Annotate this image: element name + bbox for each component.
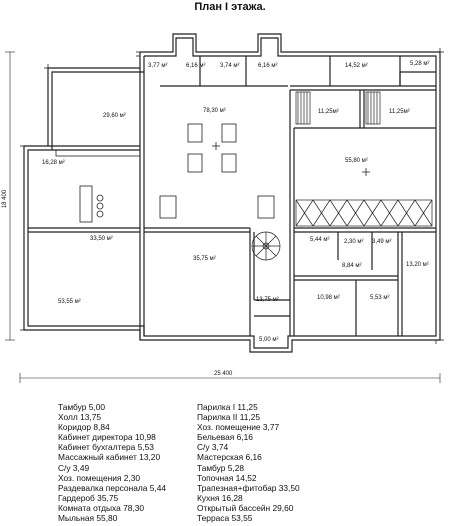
shower-cabins [295,199,433,227]
room-area-label: 29,60 м² [103,113,126,119]
room-legend-left: Тамбур 5,00 Холл 13,75 Коридор 8,84 Каби… [58,402,166,523]
room-area-label: 78,30 м² [203,108,226,114]
room-area-label: 11,25м² [389,109,410,115]
room-area-label: 13,20 м² [406,262,429,268]
legend-item: Трапезная+фитобар 33,50 [197,482,300,493]
room-area-label: 3,74 м² [220,63,240,69]
width-dimension: 25 400 [214,371,233,377]
legend-item: Топочная 14,52 [197,472,257,483]
room-area-label: 3,49 м² [372,239,392,245]
room-area-label: 16,28 м² [42,160,65,166]
kitchen-features [55,149,141,223]
room-area-label: 35,75 м² [193,256,216,262]
room-area-label: 5,28 м² [410,61,430,67]
legend-item: Комната отдыха 78,30 [58,502,145,513]
legend-item: Кабинет директора 10,98 [58,432,156,443]
legend-item: Хоз. помещения 2,30 [58,472,141,483]
legend-item: С/у 3,74 [197,442,229,453]
room-area-label: 13,75 м² [256,297,279,303]
outer-walls [23,33,441,353]
room-area-label: 10,98 м² [317,295,340,301]
legend-item: Мыльная 55,80 [58,513,118,524]
legend-item: Терраса 53,55 [197,513,253,524]
room-area-label: 6,16 м² [258,63,278,69]
log-ends [20,48,444,344]
room-area-label: 3,77 м² [148,63,168,69]
legend-item: Гардероб 35,75 [58,492,119,503]
room-area-label: 2,30 м² [344,239,364,245]
room-area-label: 33,50 м² [90,236,113,242]
legend-item: Открытый бассейн 29,60 [197,502,294,513]
room-area-label: 5,53 м² [370,295,390,301]
legend-item: Хоз. помещение 3,77 [197,422,280,433]
dimension-lines [5,51,441,383]
spiral-stair [251,231,281,261]
legend-item: Кухня 16,28 [197,492,243,503]
room-area-label: 5,00 м² [259,337,279,343]
room-area-label: 55,80 м² [345,158,368,164]
floor-plan [5,33,444,383]
legend-item: Парилка II 11,25 [197,412,261,423]
legend-item: Раздевалка персонала 5,44 [58,482,167,493]
legend-item: Тамбур 5,00 [58,402,106,412]
legend-item: С/у 3,49 [58,462,90,473]
legend-item: Массажный кабинет 13,20 [58,452,161,463]
room-area-label: 5,44 м² [310,237,330,243]
height-dimension: 18 400 [2,189,9,209]
legend-item: Кабинет бухгалтера 5,53 [58,442,154,453]
legend-item: Тамбур 5,28 [197,462,245,473]
interior-walls [28,56,436,340]
room-area-label: 8,84 м² [342,263,362,269]
room-area-label: 14,52 м² [345,63,368,69]
legend-item: Холл 13,75 [58,412,102,423]
room-area-label: 11,25м² [318,109,339,115]
legend-item: Мастерская 6,16 [197,452,262,463]
legend-item: Коридор 8,84 [58,422,110,433]
room-area-label: 6,16 м² [186,63,206,69]
legend-item: Бельевая 6,16 [197,432,253,443]
sauna-benches [295,91,381,125]
lounge-furniture [159,123,370,219]
room-area-label: 53,55 м² [58,299,81,305]
plan-title: План I этажа. [194,1,266,13]
room-legend-right: Парилка I 11,25 Парилка II 11,25 Хоз. по… [197,402,300,523]
legend-item: Парилка I 11,25 [197,402,258,412]
